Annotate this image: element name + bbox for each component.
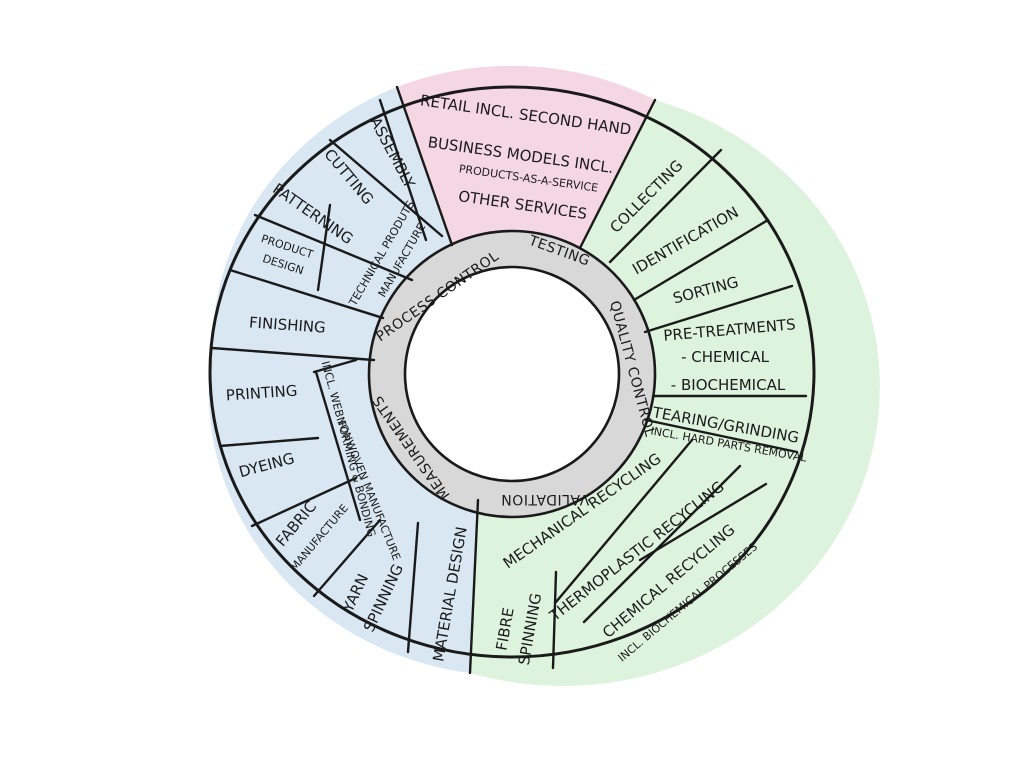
- validation-label: VALIDATION: [501, 491, 589, 507]
- finishing-label: FINISHING: [248, 313, 326, 336]
- ring-outline: [367, 229, 657, 519]
- outer-outline: [208, 85, 816, 659]
- biochemical-label: - BIOCHEMICAL: [671, 376, 786, 394]
- printing-label: PRINTING: [225, 382, 298, 405]
- chemical-label: - CHEMICAL: [681, 348, 770, 366]
- sector-dividers: [210, 85, 808, 675]
- inner-outline: [403, 265, 621, 483]
- recycling-sector: [470, 100, 880, 687]
- production-sector: [212, 87, 452, 360]
- services-sector: [397, 65, 655, 249]
- production-sector-lower: [208, 348, 478, 673]
